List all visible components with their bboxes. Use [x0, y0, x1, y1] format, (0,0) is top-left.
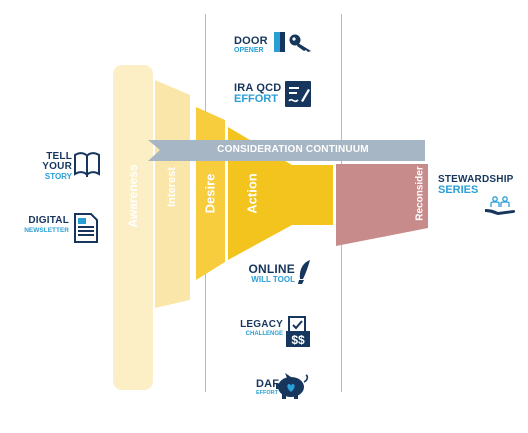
- daf-effort-item: DAF EFFORT: [256, 378, 280, 397]
- door-label: DOOR: [234, 35, 268, 47]
- digital-label: DIGITAL: [28, 215, 69, 226]
- story-label: STORY: [44, 172, 72, 181]
- awareness-label: Awareness: [126, 164, 140, 228]
- newsletter-label: NEWSLETTER: [24, 227, 69, 234]
- effort-label: EFFORT: [234, 93, 278, 105]
- checklist-dollar-icon: $$: [286, 316, 310, 347]
- continuum-banner: [148, 140, 425, 161]
- daf-label: DAF: [256, 378, 280, 390]
- piggy-bank-icon: [276, 373, 309, 399]
- continuum-banner-fold: [380, 140, 425, 161]
- open-book-icon: [74, 152, 100, 177]
- online-label: ONLINE: [248, 262, 295, 276]
- challenge-label: CHALLENGE: [245, 331, 283, 337]
- ira-qcd-label: IRA QCD: [234, 82, 282, 94]
- interest-stage: [155, 80, 190, 308]
- stewardship-series-item: STEWARDSHIP SERIES: [438, 174, 514, 196]
- tell-label: TELL: [46, 151, 72, 162]
- desire-label: Desire: [202, 173, 218, 214]
- stewardship-label: STEWARDSHIP: [438, 174, 514, 185]
- quill-pen-icon: [298, 260, 310, 284]
- signed-form-icon: [285, 81, 311, 107]
- digital-newsletter-item: DIGITAL NEWSLETTER: [14, 215, 69, 235]
- continuum-label: CONSIDERATION CONTINUUM: [217, 144, 369, 155]
- tell-your-story-item: TELL YOUR STORY: [34, 151, 72, 182]
- daf-effort-label: EFFORT: [256, 390, 278, 396]
- svg-text:$$: $$: [291, 333, 305, 347]
- action-label: Action: [244, 173, 260, 214]
- opener-label: OPENER: [234, 47, 264, 54]
- ira-qcd-effort-item: IRA QCD EFFORT: [234, 83, 281, 105]
- legacy-challenge-item: LEGACY CHALLENGE: [237, 320, 283, 338]
- reconsider-stage: [336, 164, 428, 246]
- document-icon: [74, 213, 98, 243]
- interest-label: Interest: [166, 167, 178, 207]
- will-tool-label: WILL TOOL: [251, 275, 295, 284]
- your-label: YOUR: [42, 161, 72, 172]
- online-will-tool-item: ONLINE WILL TOOL: [243, 263, 295, 284]
- series-label: SERIES: [438, 184, 479, 196]
- legacy-label: LEGACY: [240, 319, 283, 330]
- door-key-icon: [274, 32, 311, 52]
- reconsider-label: Reconsider: [414, 166, 426, 221]
- awareness-stage: [113, 65, 153, 390]
- hand-people-icon: [485, 196, 516, 215]
- door-opener-item: DOOR OPENER: [234, 36, 268, 55]
